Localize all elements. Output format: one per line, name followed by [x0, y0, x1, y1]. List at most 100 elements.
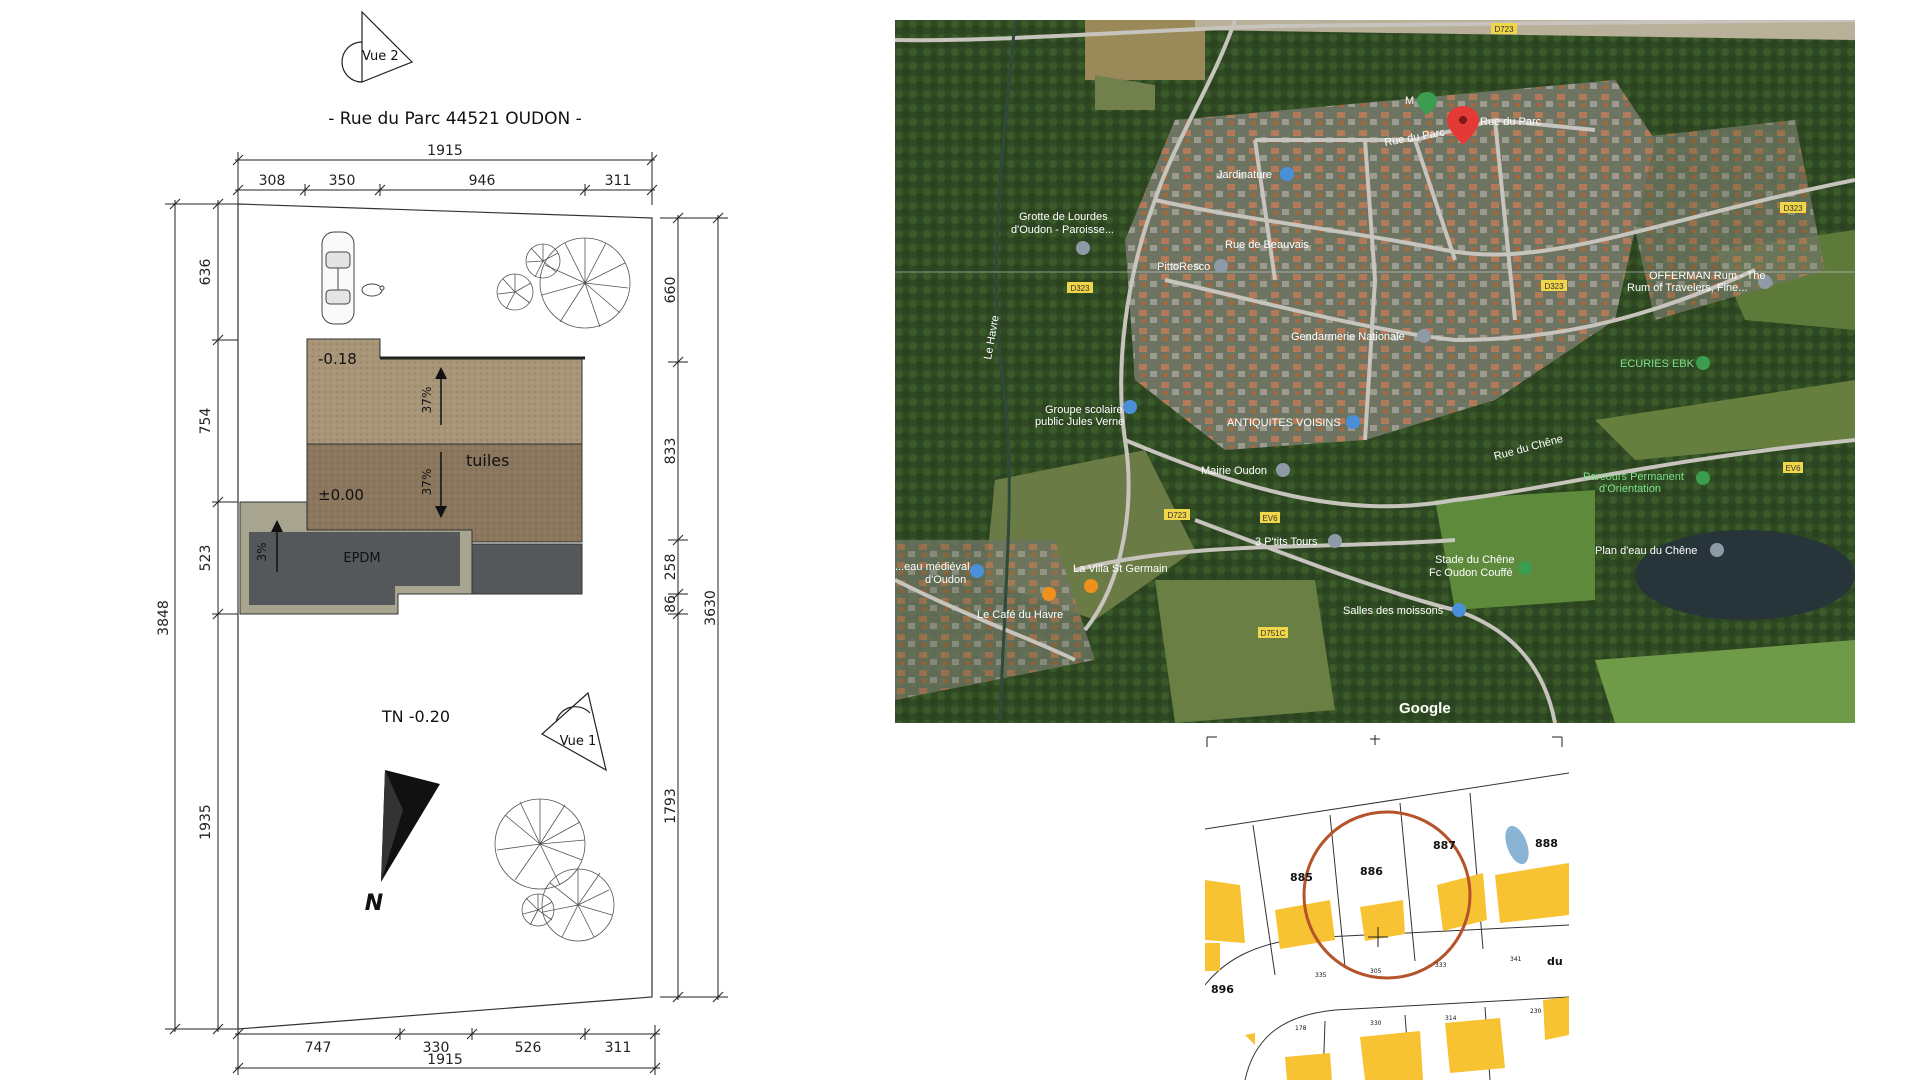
buildings: [1205, 863, 1569, 1080]
left-dimensions: [165, 198, 240, 1035]
poi-ecuries-icon[interactable]: [1696, 356, 1710, 370]
road-badges: D723 D323 D323 D323 D723 D751C EV6 EV6: [1067, 23, 1806, 638]
poi-cafe-icon[interactable]: [1042, 587, 1056, 601]
small-number-7: 314: [1445, 1015, 1457, 1022]
left-seg-2: 754: [198, 408, 214, 435]
poi-rue-du-parc: Rue du Parc: [1480, 116, 1542, 128]
poi-rue-beauvais: Rue de Beauvais: [1225, 239, 1309, 251]
site-plan: Vue 2 - Rue du Parc 44521 OUDON - 1915 3…: [156, 10, 728, 1075]
poi-stade-2: Fc Oudon Couffé: [1429, 567, 1513, 579]
plan-title: - Rue du Parc 44521 OUDON -: [328, 109, 582, 129]
poi-chateau-icon[interactable]: [970, 564, 984, 578]
location-pin-icon[interactable]: [1447, 106, 1479, 145]
poi-offerman-1: OFFERMAN Rum - The: [1649, 270, 1766, 282]
top-total-dim: 1915: [427, 143, 463, 159]
poi-groupe-1: Groupe scolaire: [1045, 404, 1123, 416]
poi-chateau-1: ...eau médiéval: [895, 561, 970, 573]
road-badge-8: EV6: [1785, 464, 1801, 473]
crosshair-icon: [1368, 927, 1388, 947]
road-badge-4: D323: [1070, 284, 1090, 293]
small-number-2: 305: [1370, 968, 1382, 975]
road-badge-2: D323: [1783, 204, 1803, 213]
poi-groupe-2: public Jules Verne: [1035, 416, 1124, 428]
poi-3ptits-icon[interactable]: [1328, 534, 1342, 548]
poi-jardinature: Jardinature: [1217, 169, 1272, 181]
north-arrow-icon: [381, 770, 440, 882]
poi-plan-eau: Plan d'eau du Chêne: [1595, 545, 1697, 557]
poi-parcours-1: Parcours Permanent: [1583, 471, 1684, 483]
poi-offerman-icon[interactable]: [1758, 275, 1772, 289]
road-badge-3: D323: [1544, 282, 1564, 291]
marker-green-icon[interactable]: [1417, 92, 1437, 115]
cadastre-map[interactable]: 885 886 887 888 896 du 335 305 333 341 1…: [1205, 735, 1569, 1080]
left-seg-1: 636: [198, 259, 214, 286]
poi-chateau-2: d'Oudon: [925, 574, 966, 586]
poi-antiquites: ANTIQUITES VOISINS: [1227, 417, 1341, 429]
view2-label: Vue 2: [362, 49, 399, 64]
view2-symbol: Vue 2: [341, 10, 414, 83]
street-fragment: du: [1547, 955, 1563, 968]
google-logo: Google: [1399, 700, 1451, 717]
pond: [1505, 825, 1529, 865]
lake: [1635, 530, 1855, 620]
poi-cafe: Le Café du Havre: [977, 609, 1063, 621]
poi-antiquites-icon[interactable]: [1346, 415, 1360, 429]
poi-stade-icon[interactable]: [1518, 561, 1532, 575]
roof-lower-level: ±0.00: [318, 486, 364, 504]
bottom-seg-1: 747: [305, 1040, 332, 1056]
flat-slope: 3%: [255, 542, 269, 561]
top-seg-4: 311: [605, 173, 632, 189]
poi-jardinature-icon[interactable]: [1280, 167, 1294, 181]
aerial-map[interactable]: D723 D323 D323 D323 D723 D751C EV6 EV6 M…: [895, 20, 1855, 723]
poi-3ptits: 3 P'tits Tours: [1255, 536, 1318, 548]
poi-plan-eau-icon[interactable]: [1710, 543, 1724, 557]
road-badge-7: EV6: [1262, 514, 1278, 523]
roof-slope-lower: 37%: [420, 469, 434, 496]
roof-upper-level: -0.18: [318, 350, 357, 368]
bottom-dimensions: [232, 1025, 661, 1075]
parcel-886: 886: [1360, 865, 1383, 878]
poi-pittoresco-icon[interactable]: [1214, 259, 1228, 273]
poi-offerman-2: Rum of Travelers, Fine...: [1627, 282, 1747, 294]
top-seg-1: 308: [259, 173, 286, 189]
poi-parcours-icon[interactable]: [1696, 471, 1710, 485]
left-seg-4: 1935: [198, 804, 214, 840]
road-badge-6: D751C: [1261, 629, 1286, 638]
poi-gendarmerie-icon[interactable]: [1417, 329, 1431, 343]
bottom-total-dim: 1915: [427, 1052, 463, 1068]
tn-label: TN -0.20: [381, 707, 450, 726]
right-dimensions: [660, 212, 728, 1003]
poi-villa: La Villa St Germain: [1073, 563, 1168, 575]
aerial-canvas: D723 D323 D323 D323 D723 D751C EV6 EV6 M…: [895, 20, 1855, 723]
small-number-1: 335: [1315, 972, 1327, 979]
highlight-circle: [1302, 810, 1472, 980]
registration-marks: [1206, 735, 1563, 747]
poi-mairie-icon[interactable]: [1276, 463, 1290, 477]
road-badge-5: D723: [1167, 511, 1187, 520]
poi-grotte-1: Grotte de Lourdes: [1019, 211, 1108, 223]
right-seg-5: 1793: [663, 788, 679, 824]
parcel-887: 887: [1433, 839, 1456, 852]
north-label: N: [365, 891, 383, 916]
top-seg-2: 350: [329, 173, 356, 189]
flat-material: EPDM: [343, 551, 380, 566]
trees-top: [496, 237, 631, 329]
small-number-4: 341: [1510, 956, 1522, 963]
parcel-885: 885: [1290, 871, 1313, 884]
poi-mairie: Mairie Oudon: [1201, 465, 1267, 477]
right-seg-4: 86: [663, 595, 679, 613]
poi-parcours-2: d'Orientation: [1599, 483, 1661, 495]
left-seg-3: 523: [198, 545, 214, 572]
poi-groupe-icon[interactable]: [1123, 400, 1137, 414]
parcel-888: 888: [1535, 837, 1558, 850]
right-seg-2: 833: [663, 438, 679, 465]
poi-grotte-icon[interactable]: [1076, 241, 1090, 255]
poi-stade-1: Stade du Chêne: [1435, 554, 1515, 566]
roof-slope-upper: 37%: [420, 387, 434, 414]
poi-ecuries: ECURIES EBK: [1620, 358, 1695, 370]
bottom-seg-3: 526: [515, 1040, 542, 1056]
bottom-seg-2: 330: [423, 1040, 450, 1056]
poi-gendarmerie: Gendarmerie Nationale: [1291, 331, 1405, 343]
poi-salles-icon[interactable]: [1452, 603, 1466, 617]
poi-villa-icon[interactable]: [1084, 579, 1098, 593]
